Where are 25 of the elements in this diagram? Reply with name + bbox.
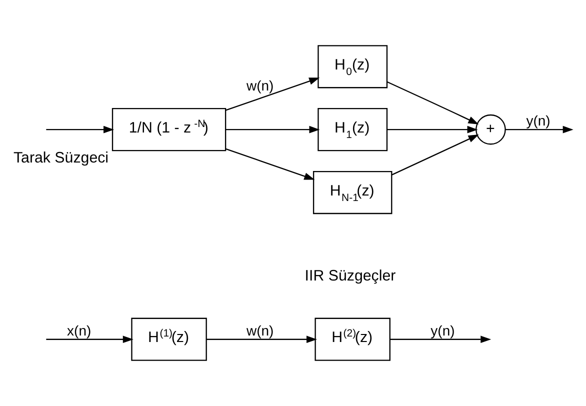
arrow [386, 81, 479, 124]
node-box: H$^{(2)}$(z) [314, 318, 390, 361]
arrow [225, 78, 320, 111]
label: IIR Süzgeçler [304, 267, 396, 284]
node-label: Tarak Süzgeci [13, 150, 109, 167]
arrow [225, 148, 315, 180]
node-box: H$_{1}$(z) [318, 108, 388, 152]
edge-label: w(n) [246, 78, 274, 94]
node-box: H$_{0}$(z) [318, 45, 388, 88]
arrow [46, 126, 114, 134]
edge-label: x(n) [67, 322, 92, 338]
edge-label: y(n) [430, 322, 455, 338]
edge-label: w(n) [246, 322, 274, 338]
node-box: 1/N (1 - z$^{-N}$) [112, 108, 226, 152]
node-box: H$_{N-1}$(z) [312, 170, 392, 214]
node-circle: + [476, 114, 506, 145]
arrow [46, 336, 134, 344]
edge-label: y(n) [526, 112, 550, 129]
arrow [387, 126, 478, 134]
arrow [392, 134, 479, 176]
node-box: H$^{(1)}$(z) [131, 318, 207, 361]
arrow [226, 126, 320, 134]
arrow [390, 336, 492, 344]
arrow [505, 126, 574, 134]
arrow [206, 336, 318, 344]
